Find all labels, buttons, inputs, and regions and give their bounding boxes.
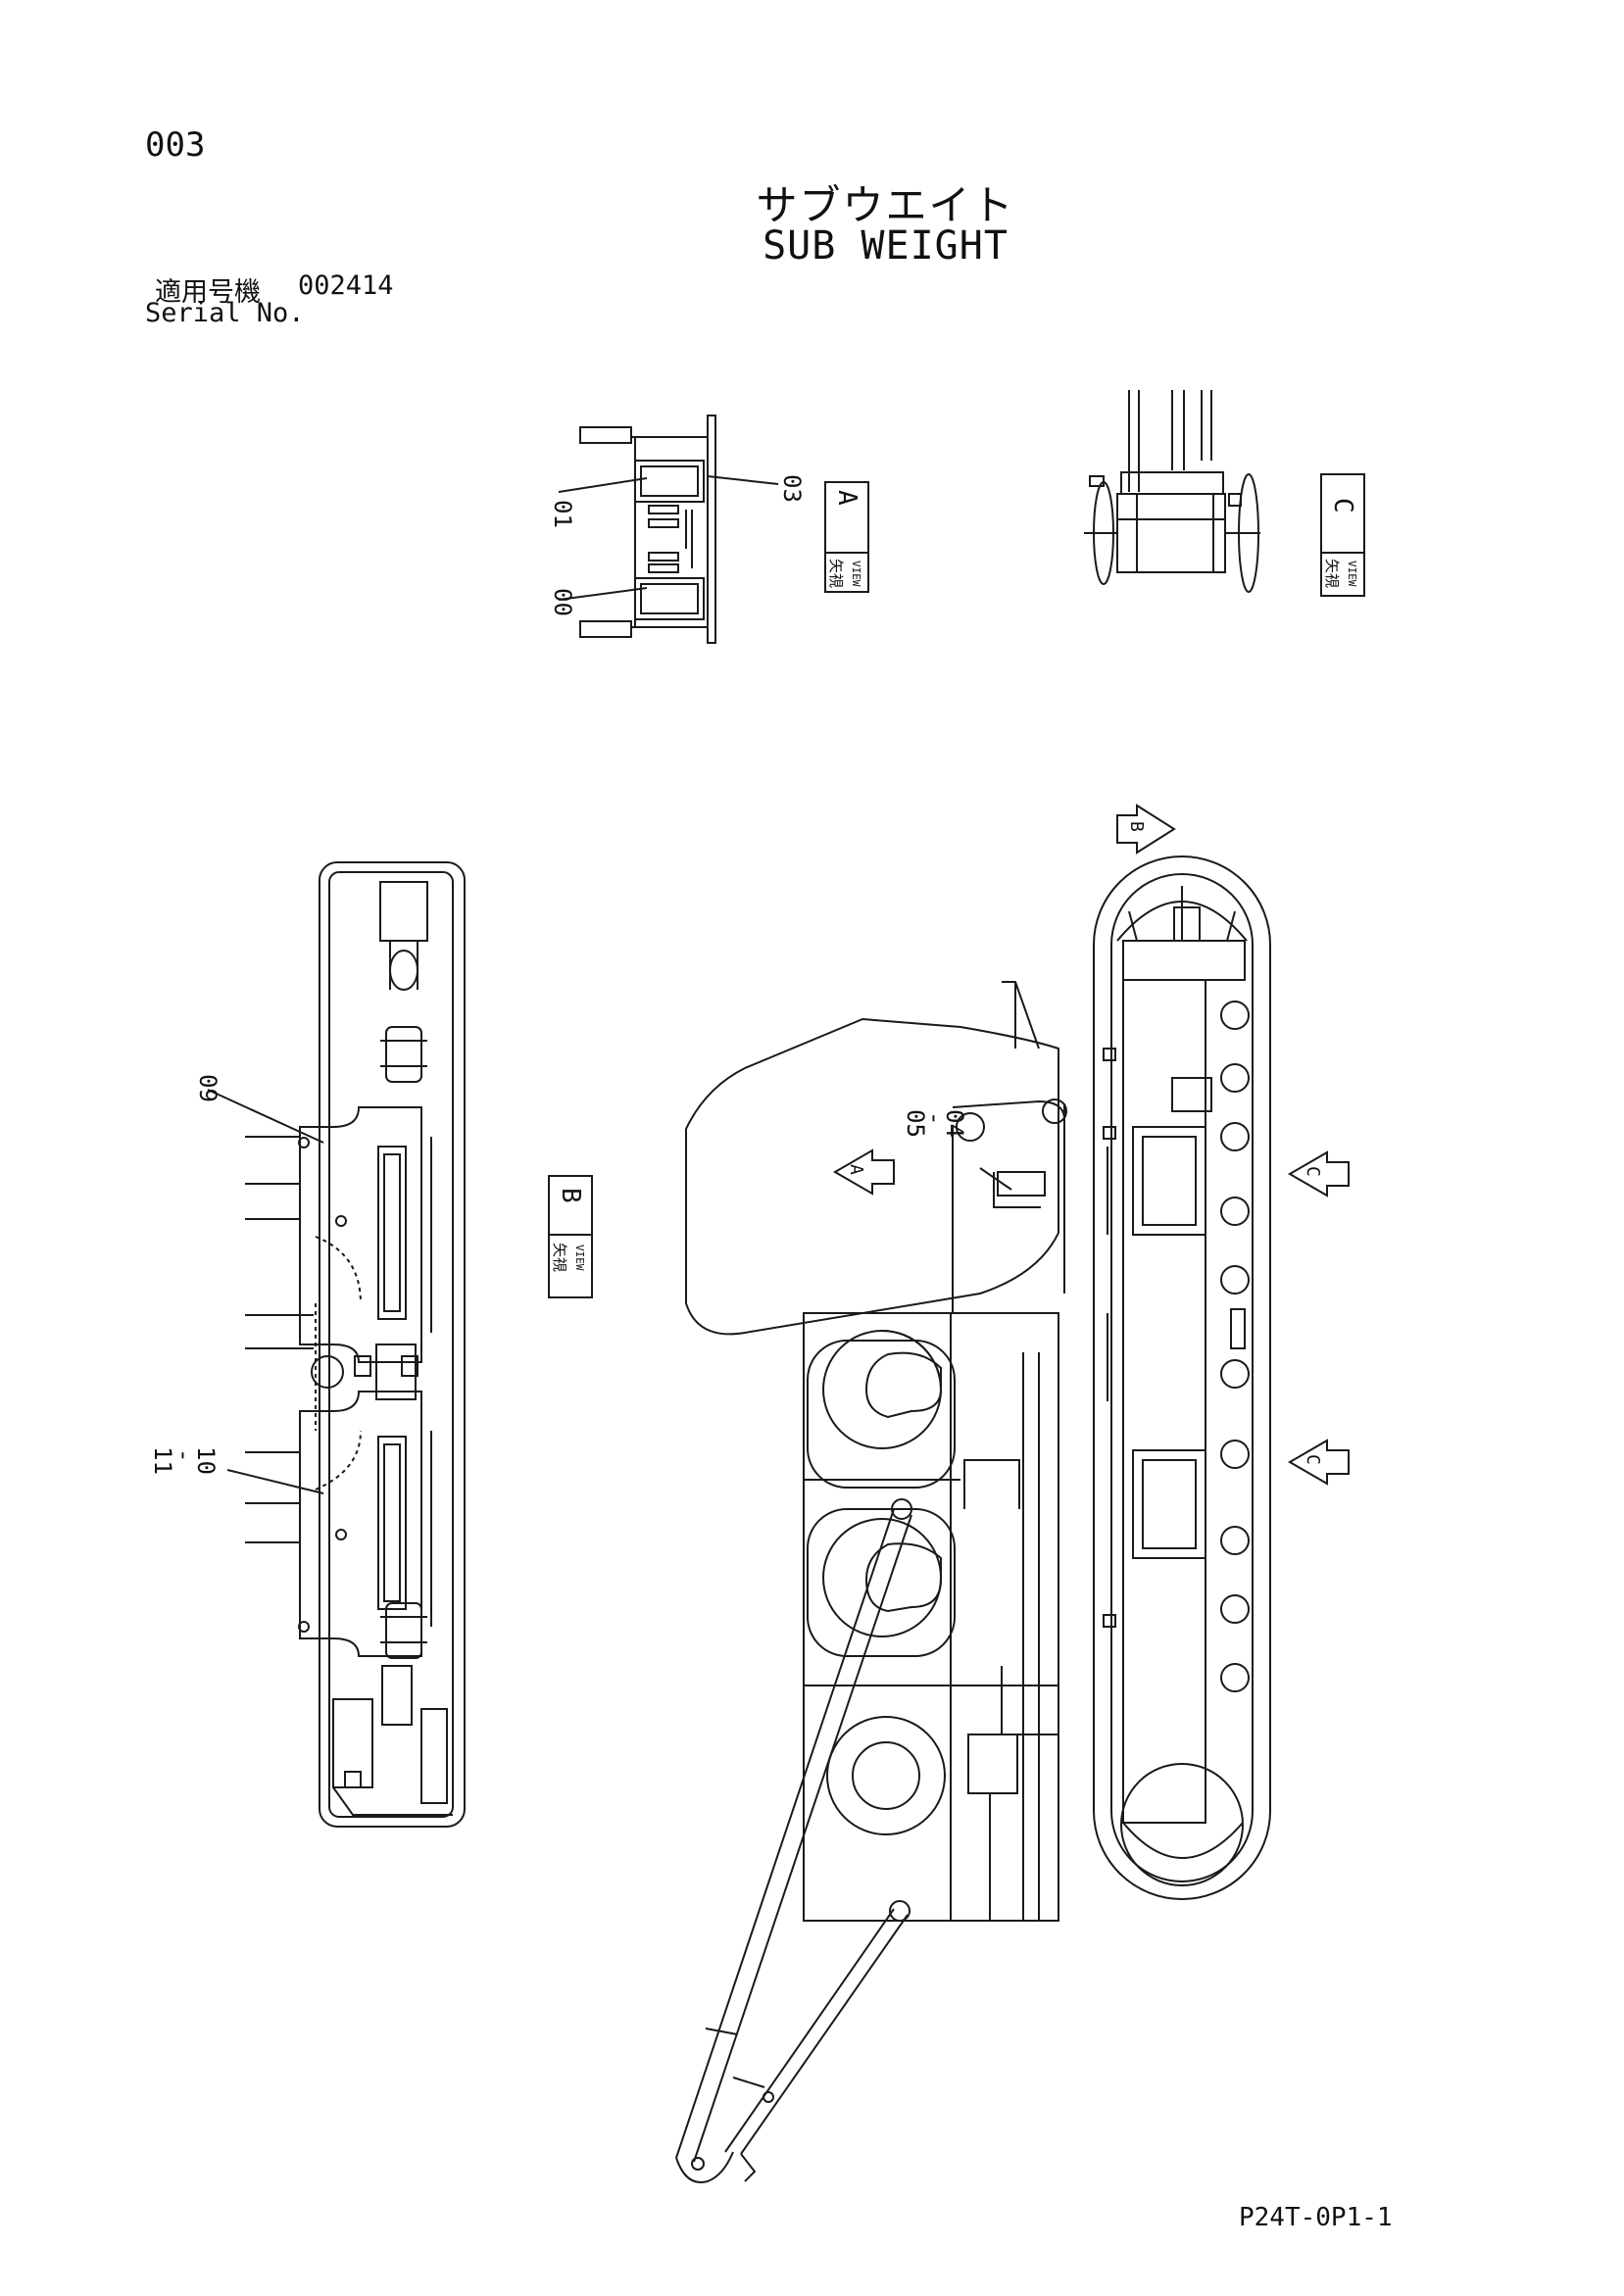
view-a-arrow: A bbox=[833, 1148, 895, 1196]
leader-09 bbox=[207, 1089, 324, 1144]
callout-dash-04-05: - bbox=[921, 1111, 949, 1125]
callout-11: 11 bbox=[149, 1446, 176, 1475]
leader-00 bbox=[558, 587, 648, 601]
view-c-arrow-1-letter: C bbox=[1303, 1166, 1323, 1177]
view-b-en: VIEW bbox=[573, 1245, 586, 1271]
leader-03 bbox=[707, 475, 779, 485]
view-c-arrow-2: C bbox=[1288, 1439, 1350, 1486]
view-a-arrow-letter: A bbox=[846, 1164, 866, 1175]
view-a-en: VIEW bbox=[850, 561, 862, 587]
view-c-detail bbox=[1084, 390, 1260, 593]
view-c-arrow-2-letter: C bbox=[1303, 1454, 1323, 1465]
title-japanese: サブウエイト bbox=[756, 181, 1015, 229]
callout-04: 04 bbox=[941, 1109, 968, 1138]
view-c-label: C 矢視 VIEW bbox=[1320, 473, 1365, 597]
view-b-arrow-letter: B bbox=[1126, 821, 1147, 832]
view-a-label: A 矢視 VIEW bbox=[824, 481, 869, 593]
view-a-jp: 矢視 bbox=[827, 559, 845, 588]
serial-label-japanese: 適用号機 bbox=[155, 277, 261, 308]
view-b-arrow: B bbox=[1116, 804, 1176, 855]
page-number: 003 bbox=[145, 125, 206, 165]
view-b-label: B 矢視 VIEW bbox=[548, 1175, 593, 1298]
view-b-letter: B bbox=[556, 1188, 585, 1203]
leader-04 bbox=[979, 1167, 1012, 1191]
callout-dash-10-11: - bbox=[171, 1448, 198, 1462]
callout-03: 03 bbox=[778, 474, 806, 503]
leader-01 bbox=[558, 477, 648, 493]
callout-00: 00 bbox=[549, 588, 576, 616]
view-c-jp: 矢視 bbox=[1323, 559, 1341, 588]
callout-05: 05 bbox=[902, 1109, 929, 1138]
main-machine-view bbox=[675, 981, 1067, 2183]
view-c-arrow-1: C bbox=[1288, 1150, 1350, 1197]
view-c-en: VIEW bbox=[1346, 561, 1358, 587]
view-c-letter: C bbox=[1328, 498, 1357, 513]
drawing-code: P24T-0P1-1 bbox=[1239, 2203, 1393, 2232]
view-a-letter: A bbox=[832, 490, 861, 506]
leader-10 bbox=[226, 1469, 324, 1494]
serial-label-english: Serial No. bbox=[145, 298, 305, 328]
serial-number-value: 002414 bbox=[298, 270, 394, 301]
callout-01: 01 bbox=[549, 500, 576, 528]
view-b-detail bbox=[245, 861, 466, 1828]
title-english: SUB WEIGHT bbox=[763, 223, 1009, 269]
crawler-track bbox=[1093, 855, 1271, 1900]
callout-10: 10 bbox=[192, 1446, 220, 1475]
view-a-detail bbox=[579, 415, 716, 644]
view-b-jp: 矢視 bbox=[551, 1243, 568, 1272]
callout-09: 09 bbox=[194, 1074, 221, 1102]
